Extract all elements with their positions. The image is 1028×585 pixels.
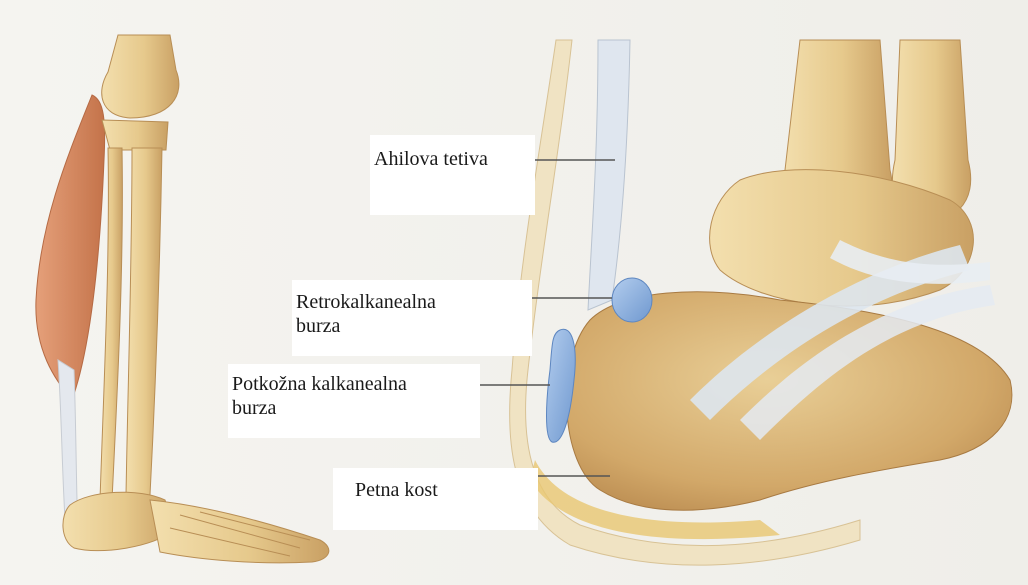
label-calcaneus-text: Petna kost [355, 478, 534, 502]
label-retrocalcaneal-bursa: Retrokalkanealna burza [292, 280, 532, 356]
label-subcutaneous-line1: Potkožna kalkanealna [232, 372, 476, 396]
retrocalcaneal-bursa [612, 278, 652, 322]
label-achilles-tendon: Ahilova tetiva [370, 135, 535, 215]
label-retrocalcaneal-line2: burza [296, 314, 528, 338]
label-achilles-tendon-text: Ahilova tetiva [374, 147, 531, 171]
label-retrocalcaneal-line1: Retrokalkanealna [296, 290, 528, 314]
label-subcutaneous-line2: burza [232, 396, 476, 420]
label-calcaneus: Petna kost [333, 468, 538, 530]
label-subcutaneous-calcaneal-bursa: Potkožna kalkanealna burza [228, 364, 480, 438]
